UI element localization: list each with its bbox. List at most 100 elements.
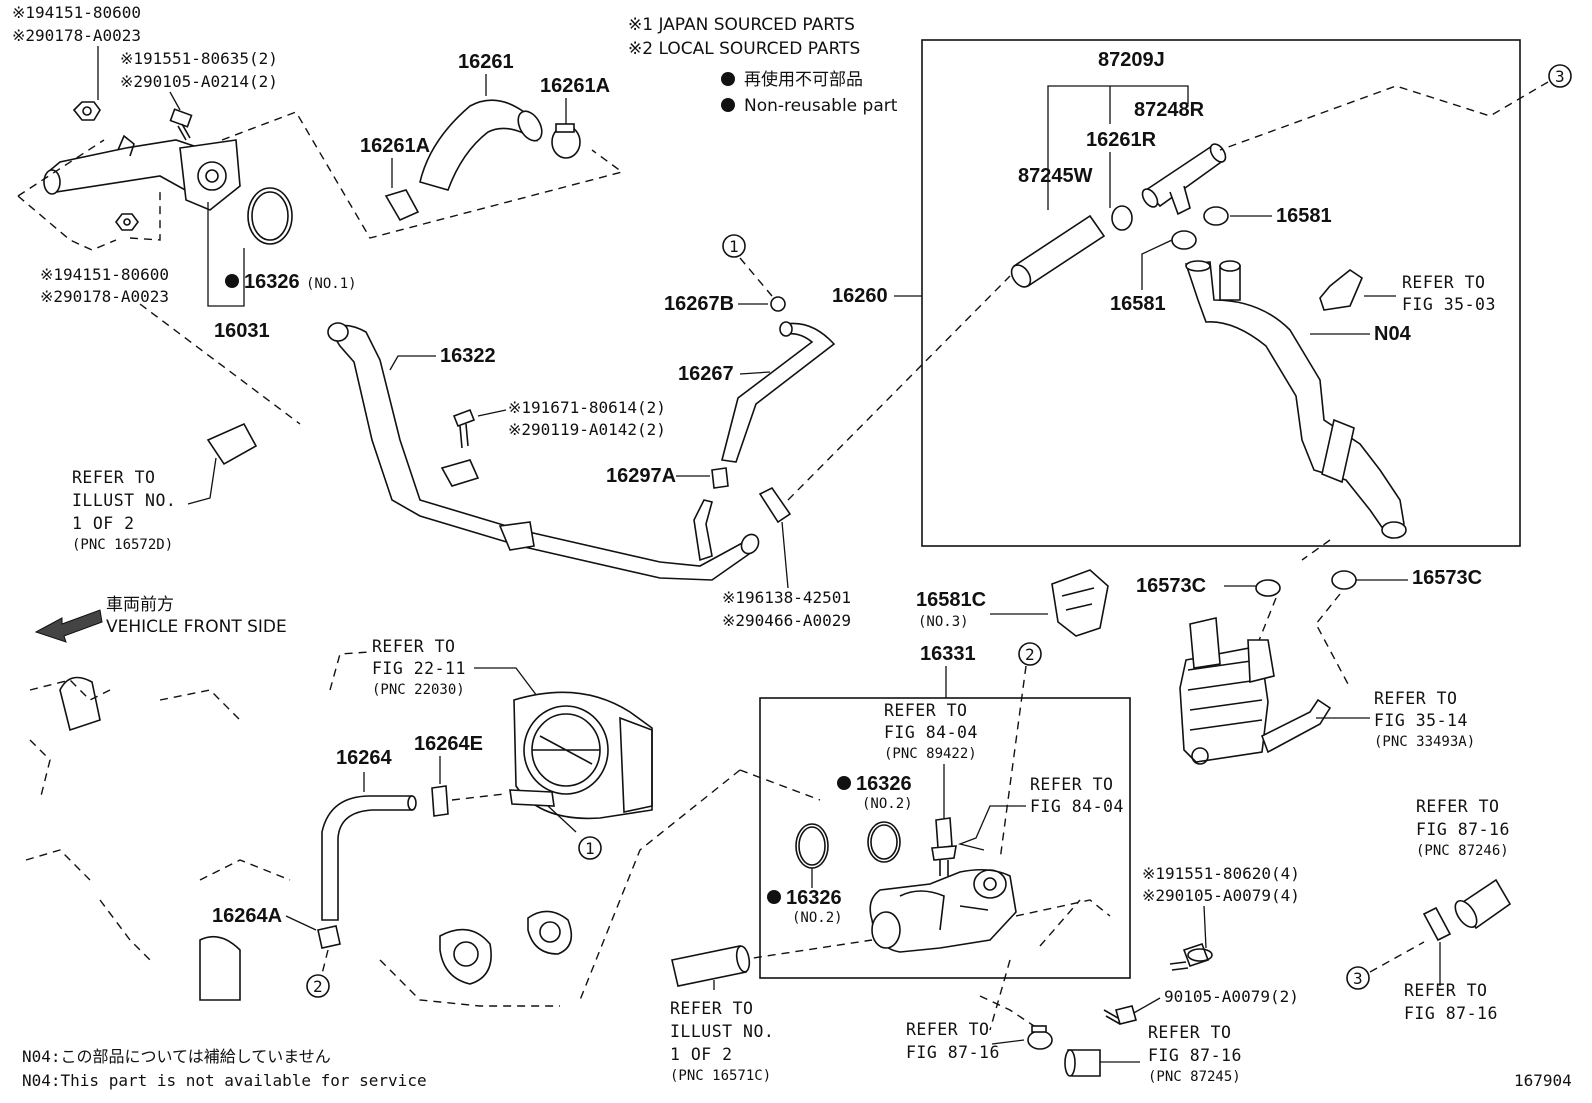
svg-text:FIG 22-11: FIG 22-11 [372,659,466,678]
svg-text:(PNC 89422): (PNC 89422) [884,746,977,762]
leader-line [207,202,245,307]
footnote-jp: N04:この部品については補給していません [22,1047,331,1066]
svg-text:車両前方: 車両前方 [106,595,174,615]
part-label: 16260 [832,285,888,307]
part-label: 16261A [360,135,430,157]
part-label: 16297A [606,465,676,487]
svg-text:(NO.3): (NO.3) [918,614,969,630]
footnote-en: N04:This part is not available for servi… [22,1071,427,1090]
water-inlet-housing [179,139,241,211]
hose-16261-group: 16261 16261A 16261A [360,51,610,222]
legend-nonreuse-jp: 再使用不可部品 [744,69,863,90]
hose-clamp-16573c [1255,579,1281,597]
part-label: ※194151-80600 [40,265,169,284]
svg-text:(NO.2): (NO.2) [792,910,843,926]
clip-icon [758,486,792,524]
leader-line [169,91,181,111]
part-label: 16322 [440,345,496,367]
nonreuse-dot-icon [721,72,735,86]
part-label: 16326 [856,773,912,795]
hose-n04 [1184,261,1405,538]
part-label: 16264A [212,905,282,927]
part-label: 16261R [1086,129,1157,151]
svg-text:1: 1 [585,839,595,858]
part-label: 87209J [1098,49,1165,71]
hose-clamp [711,467,729,489]
svg-text:FIG 87-16: FIG 87-16 [1416,820,1510,839]
engine-outline [25,651,560,1007]
arrow-left-icon [34,609,103,643]
part-label: 16581C [916,589,986,611]
callout-circle [1548,64,1572,88]
part-label: 16326 [786,887,842,909]
svg-text:(NO.1): (NO.1) [306,276,357,292]
legend-local: ※2 LOCAL SOURCED PARTS [628,39,860,59]
nonreuse-dot-icon [837,776,851,790]
svg-text:3: 3 [1353,969,1363,988]
svg-text:(PNC 33493A): (PNC 33493A) [1374,734,1475,750]
part-label: 16264E [414,733,483,755]
hose-clamp-16264e [431,785,449,817]
part-label: ※290466-A0029 [722,611,851,630]
svg-text:REFER TO: REFER TO [1416,797,1499,816]
bracket [440,459,480,487]
callout-circle [1018,642,1042,666]
part-label: 90105-A0079(2) [1164,987,1299,1006]
nonreuse-dot-icon [225,274,239,288]
hose-clamp-16573c [1331,570,1357,590]
part-label: N04 [1374,323,1412,345]
svg-text:1: 1 [729,237,739,256]
vehicle-front-indicator: 車両前方 VEHICLE FRONT SIDE [34,595,287,643]
svg-text:FIG 84-04: FIG 84-04 [884,723,978,742]
svg-text:REFER TO: REFER TO [1030,775,1113,794]
hose-clamp-16581 [1171,230,1197,250]
outlet-bolts-group: ※191551-80620(4) ※290105-A0079(4) 90105-… [1103,864,1300,1025]
pipe-stub [206,422,258,466]
part-label: ※290178-A0023 [12,26,141,45]
svg-text:FIG 35-03: FIG 35-03 [1402,295,1496,314]
legend: ※1 JAPAN SOURCED PARTS ※2 LOCAL SOURCED … [628,15,898,116]
oil-cooler-group: 16573C 16573C REFER TO FIG 35-14 (PNC 33… [1136,539,1482,765]
part-label: 87248R [1134,99,1205,121]
hose-clamp [770,296,786,312]
bolt-icon [1115,1005,1137,1025]
svg-text:(PNC 87245): (PNC 87245) [1148,1069,1241,1085]
nut-icon [72,101,101,121]
hose-clamp [1027,1030,1053,1050]
part-label: ※196138-42501 [722,588,851,607]
hose-16267 [721,322,836,463]
hose-16267-group: 1 16267B 16267 16297A ※196138-42501 ※290… [606,234,1011,630]
svg-text:REFER TO: REFER TO [884,701,967,720]
nonreuse-dot-icon [767,890,781,904]
svg-text:1 OF 2: 1 OF 2 [670,1045,733,1064]
nonreuse-dot-icon [721,98,735,112]
nut-icon [115,213,139,231]
svg-text:FIG 87-16: FIG 87-16 [1404,1004,1498,1023]
part-label: 16261 [458,51,514,73]
gasket-no2 [795,823,829,869]
hose-clamp [1422,906,1452,942]
bottom-refs-group: REFER TO FIG 87-16 REFER TO FIG 87-16 (P… [906,797,1512,1085]
part-label: 16581 [1276,205,1332,227]
part-label: ※194151-80600 [12,3,141,22]
pipe-stub [671,945,747,987]
group-16331-frame [759,697,1131,979]
part-label: 16573C [1136,575,1206,597]
part-label: 16264 [336,747,392,769]
part-label: 87245W [1018,165,1093,187]
figure-id: 167904 [1514,1071,1572,1090]
svg-text:ILLUST NO.: ILLUST NO. [670,1022,774,1041]
svg-text:(NO.2): (NO.2) [862,796,913,812]
part-label: 16267 [678,363,734,385]
radiator-hose-box: 16260 87209J 87248R 16261R 87245W 16581 … [832,39,1572,547]
callout-circle [722,234,746,258]
part-label: ※191551-80635(2) [120,49,278,68]
part-label: ※290119-A0142(2) [508,420,666,439]
part-label: 16326 [244,271,300,293]
part-label: ※191551-80620(4) [1142,864,1300,883]
svg-text:REFER TO: REFER TO [1402,273,1485,292]
water-outlet-box: 16331 REFER TO FIG 84-04 (PNC 89422) 2 1… [579,642,1131,1084]
part-label: ※191671-80614(2) [508,398,666,417]
svg-text:REFER TO: REFER TO [72,468,155,487]
